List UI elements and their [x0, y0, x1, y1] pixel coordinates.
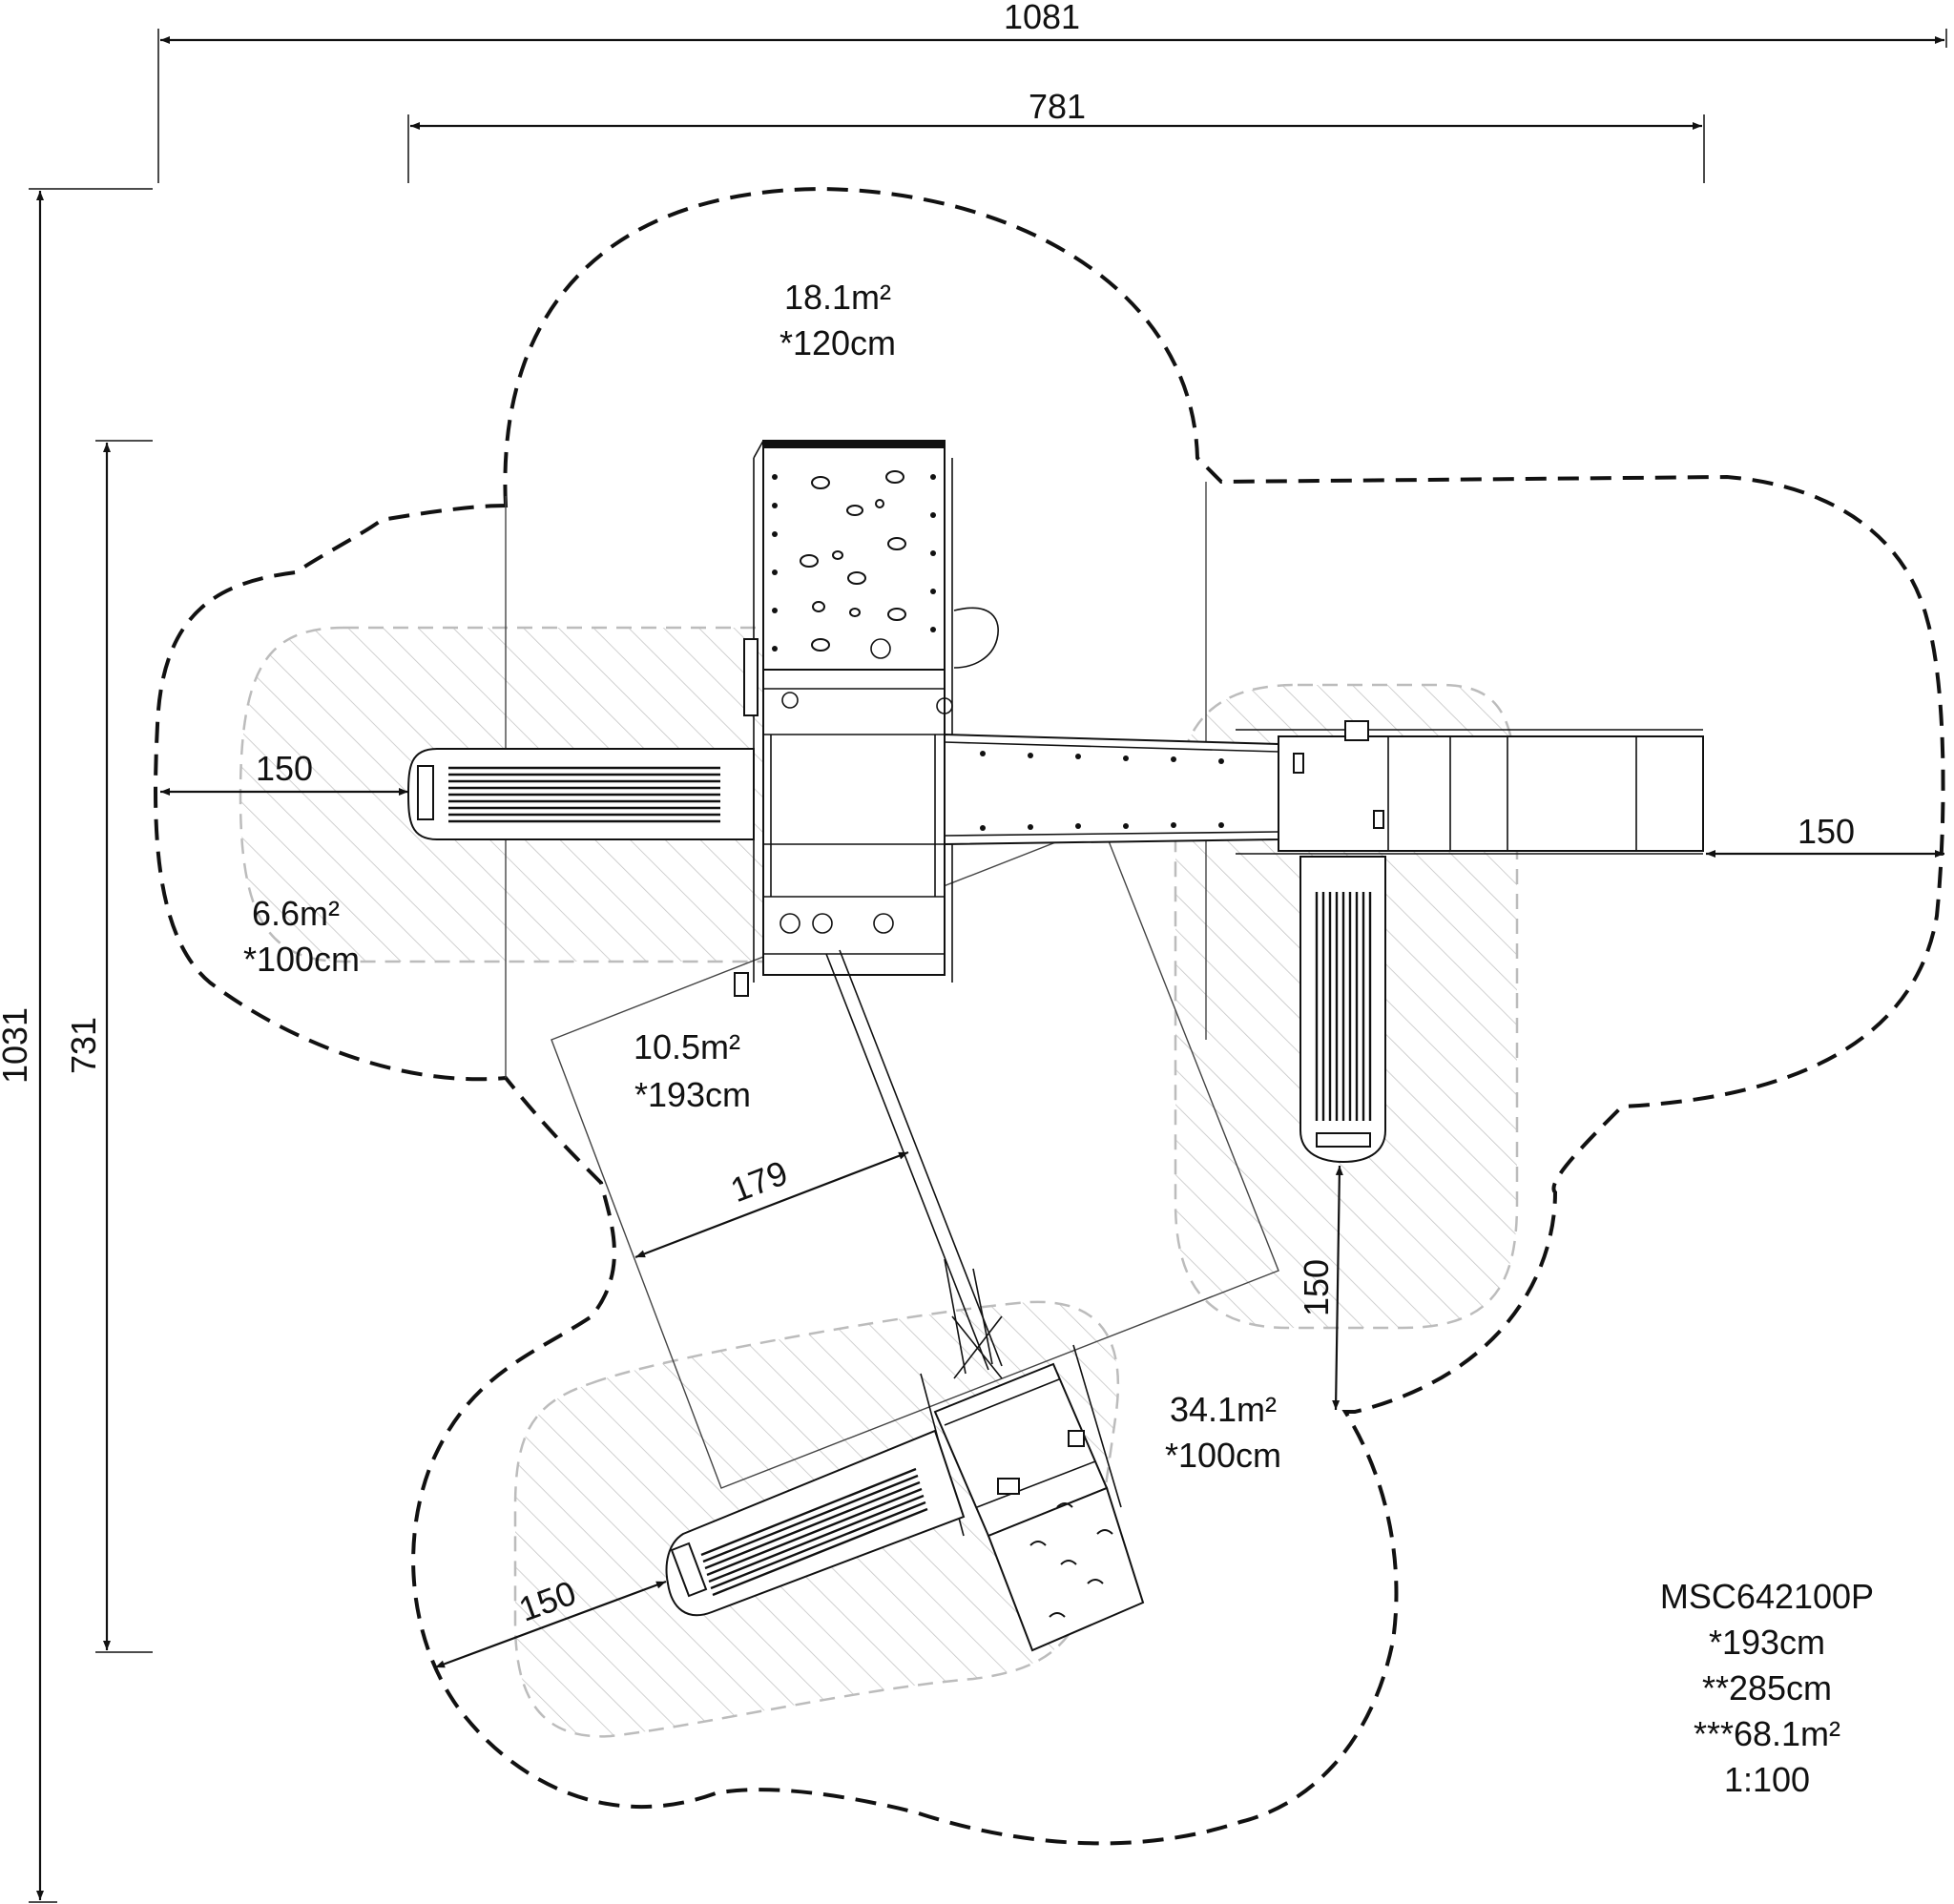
wheel-knob	[734, 972, 749, 997]
area-label-center: 10.5m² *193cm	[634, 1027, 751, 1114]
climbing-holds	[800, 470, 906, 652]
free-height: *193cm	[1709, 1623, 1825, 1662]
dimension-overall-depth: 1031	[0, 188, 153, 1903]
model-code: MSC642100P	[1660, 1577, 1874, 1616]
tower-climbing-wall	[753, 440, 999, 983]
scale: 1:100	[1724, 1760, 1810, 1799]
climbing-wall-panel	[762, 440, 946, 671]
wheel-icon	[953, 607, 999, 669]
clearance-left-label: 150	[256, 749, 313, 788]
total-height: **285cm	[1702, 1668, 1832, 1707]
area-label-left: 6.6m² *100cm	[243, 894, 360, 979]
left-area-value: 6.6m²	[252, 894, 340, 933]
climbing-holds-lower	[1029, 1502, 1113, 1618]
slide-right	[1299, 856, 1386, 1164]
dimension-overall-width: 1081	[157, 0, 1947, 183]
center-height-value: *193cm	[634, 1075, 751, 1114]
dimension-structure-depth: 731	[64, 440, 153, 1653]
bottom-height-value: *100cm	[1165, 1436, 1281, 1475]
lower-climbing-wall	[987, 1486, 1145, 1652]
bottom-area-value: 34.1m²	[1170, 1390, 1277, 1429]
area-label-top: 18.1m² *120cm	[780, 278, 896, 362]
clearance-right: 150	[1706, 812, 1944, 858]
slide-left	[406, 748, 755, 840]
safety-zone-outline	[154, 186, 1945, 1846]
center-area-value: 10.5m²	[634, 1027, 740, 1066]
area-label-bottom: 34.1m² *100cm	[1165, 1390, 1281, 1475]
clearance-left: 150	[160, 749, 408, 796]
clearance-right-slide-label: 150	[1297, 1259, 1336, 1316]
bridge	[944, 733, 1279, 846]
top-area-value: 18.1m²	[784, 278, 891, 317]
top-height-value: *120cm	[780, 323, 896, 362]
clearance-right-label: 150	[1798, 812, 1855, 851]
tower-deck	[734, 638, 953, 997]
slide-bottom	[665, 1429, 966, 1617]
overall-depth-label: 1031	[0, 1007, 34, 1084]
structure-width-label: 781	[1029, 87, 1086, 126]
overall-width-label: 1081	[1004, 0, 1080, 36]
swing-zone-dimension: 179	[634, 1150, 909, 1259]
left-height-value: *100cm	[243, 940, 360, 979]
structure-depth-label: 731	[64, 1017, 103, 1074]
right-platform	[1236, 720, 1704, 855]
info-block: MSC642100P *193cm **285cm ***68.1m² 1:10…	[1660, 1577, 1874, 1799]
safety-area: ***68.1m²	[1694, 1714, 1840, 1753]
clearance-right-slide: 150	[1297, 1165, 1343, 1411]
dimension-structure-width: 781	[407, 87, 1705, 183]
